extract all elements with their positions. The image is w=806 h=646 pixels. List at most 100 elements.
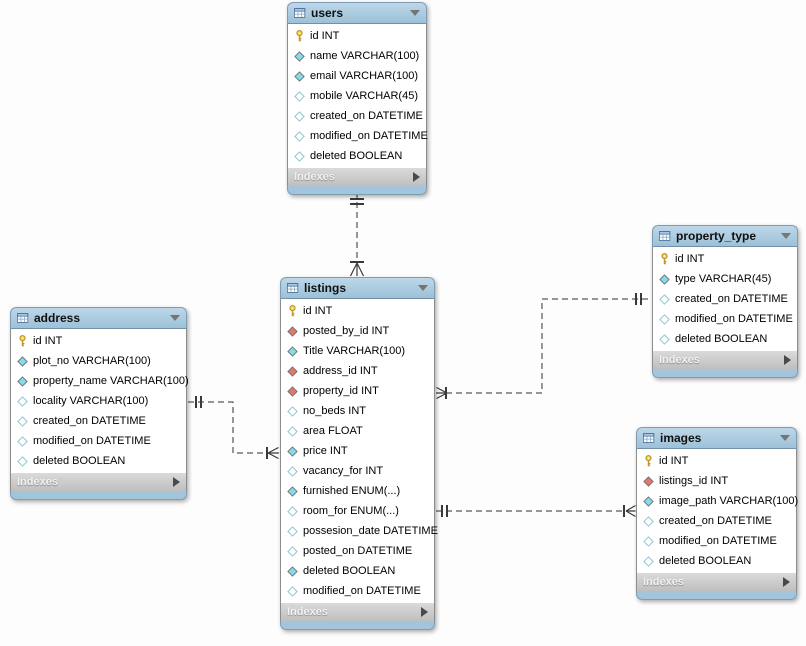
relationship-address-listings[interactable] [188,396,279,460]
column-row[interactable]: furnished ENUM(...) [281,481,434,501]
diamond-open-icon [293,150,305,162]
expand-arrow-icon[interactable] [783,577,790,587]
relationship-property_type-listings[interactable] [436,293,651,400]
column-label: deleted BOOLEAN [659,554,752,567]
table-property-type-columns: id INT type VARCHAR(45) created_on DATETIM… [652,247,798,351]
column-row[interactable]: no_beds INT [281,401,434,421]
column-row[interactable]: id INT [637,451,796,471]
relationship-users-listings[interactable] [349,192,365,277]
column-row[interactable]: modified_on DATETIME [288,126,428,146]
column-row[interactable]: deleted BOOLEAN [637,551,796,571]
column-row[interactable]: created_on DATETIME [653,289,797,309]
column-row[interactable]: posted_by_id INT [281,321,434,341]
column-label: name VARCHAR(100) [310,49,420,62]
column-row[interactable]: modified_on DATETIME [11,431,186,451]
column-label: room_for ENUM(...) [303,504,399,517]
diamond-filled-icon [16,375,28,387]
column-row[interactable]: property_id INT [281,381,434,401]
table-users[interactable]: users id INT name VARCHAR(100) email VARCH… [287,2,428,195]
column-row[interactable]: created_on DATETIME [11,411,186,431]
table-icon [659,230,671,242]
diamond-open-icon [286,425,298,437]
column-row[interactable]: mobile VARCHAR(45) [288,86,426,106]
column-row[interactable]: area FLOAT [281,421,434,441]
chevron-down-icon[interactable] [418,285,428,291]
diamond-open-icon [286,525,298,537]
relationship-listings-images[interactable] [436,504,636,518]
column-row[interactable]: email VARCHAR(100) [288,66,426,86]
table-users-indexes[interactable]: Indexes [287,168,427,186]
column-row[interactable]: deleted BOOLEAN [288,146,426,166]
column-row[interactable]: name VARCHAR(100) [288,46,426,66]
column-row[interactable]: plot_no VARCHAR(100) [11,351,186,371]
chevron-down-icon[interactable] [781,233,791,239]
column-label: property_id INT [303,384,379,397]
column-row[interactable]: modified_on DATETIME [281,581,434,601]
table-address-indexes[interactable]: Indexes [10,473,187,491]
table-listings-header[interactable]: listings [280,277,435,299]
indexes-label: Indexes [294,170,335,183]
table-address-header[interactable]: address [10,307,187,329]
table-address-columns: id INT plot_no VARCHAR(100) property_name … [10,329,189,473]
expand-arrow-icon[interactable] [413,172,420,182]
column-label: created_on DATETIME [659,514,772,527]
expand-arrow-icon[interactable] [421,607,428,617]
table-bottom-strip [636,591,797,600]
column-row[interactable]: deleted BOOLEAN [653,329,797,349]
diamond-open-icon [642,515,654,527]
column-row[interactable]: id INT [653,249,797,269]
column-row[interactable]: image_path VARCHAR(100) [637,491,798,511]
column-row[interactable]: deleted BOOLEAN [281,561,434,581]
chevron-down-icon[interactable] [170,315,180,321]
table-images-header[interactable]: images [636,427,797,449]
column-row[interactable]: id INT [281,301,434,321]
column-row[interactable]: address_id INT [281,361,434,381]
column-label: modified_on DATETIME [310,129,428,142]
table-address[interactable]: address id INT plot_no VARCHAR(100) proper… [10,307,189,500]
column-label: price INT [303,444,348,457]
table-property-type-indexes[interactable]: Indexes [652,351,798,369]
diamond-filled-icon [293,50,305,62]
column-row[interactable]: listings_id INT [637,471,796,491]
column-label: type VARCHAR(45) [675,272,772,285]
table-bottom-strip [652,369,798,378]
column-row[interactable]: deleted BOOLEAN [11,451,186,471]
column-row[interactable]: modified_on DATETIME [653,309,797,329]
column-row[interactable]: property_name VARCHAR(100) [11,371,189,391]
expand-arrow-icon[interactable] [784,355,791,365]
column-row[interactable]: price INT [281,441,434,461]
column-row[interactable]: possesion_date DATETIME [281,521,438,541]
column-row[interactable]: created_on DATETIME [288,106,426,126]
table-property-type-header[interactable]: property_type [652,225,798,247]
column-label: Title VARCHAR(100) [303,344,406,357]
column-row[interactable]: vacancy_for INT [281,461,434,481]
column-row[interactable]: modified_on DATETIME [637,531,796,551]
column-row[interactable]: id INT [288,26,426,46]
column-row[interactable]: type VARCHAR(45) [653,269,797,289]
column-row[interactable]: room_for ENUM(...) [281,501,434,521]
column-label: vacancy_for INT [303,464,384,477]
diamond-fk-icon [642,475,654,487]
diamond-filled-icon [286,445,298,457]
column-row[interactable]: locality VARCHAR(100) [11,391,186,411]
table-listings-indexes[interactable]: Indexes [280,603,435,621]
column-label: area FLOAT [303,424,363,437]
column-label: deleted BOOLEAN [310,149,403,162]
column-row[interactable]: posted_on DATETIME [281,541,434,561]
column-row[interactable]: created_on DATETIME [637,511,796,531]
column-label: plot_no VARCHAR(100) [33,354,151,367]
table-images-indexes[interactable]: Indexes [636,573,797,591]
table-property-type[interactable]: property_type id INT type VARCHAR(45) crea… [652,225,798,378]
column-row[interactable]: Title VARCHAR(100) [281,341,434,361]
expand-arrow-icon[interactable] [173,477,180,487]
column-label: id INT [659,454,689,467]
chevron-down-icon[interactable] [780,435,790,441]
diamond-filled-icon [286,565,298,577]
column-row[interactable]: id INT [11,331,186,351]
chevron-down-icon[interactable] [410,10,420,16]
table-users-header[interactable]: users [287,2,427,24]
